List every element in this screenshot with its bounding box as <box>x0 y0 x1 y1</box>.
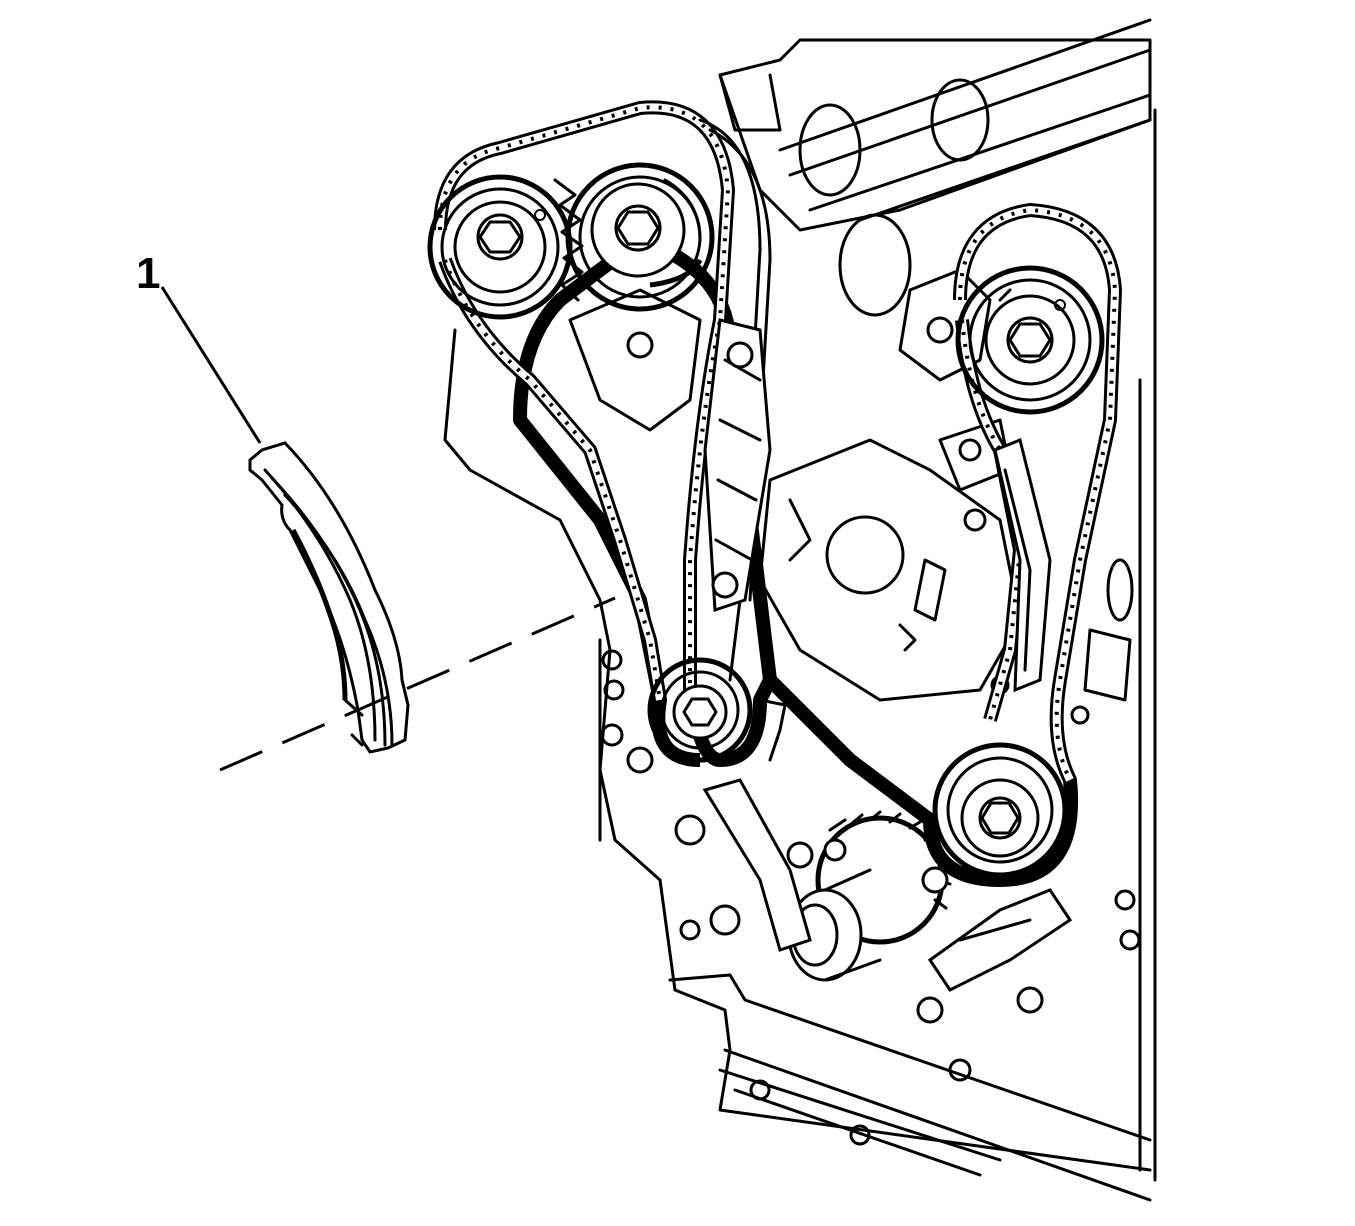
lower-left-chain-guide <box>674 778 812 952</box>
left-chain-tensioner <box>703 318 772 613</box>
sprocket-left-intermediate <box>647 657 787 763</box>
callout-1-leader-line <box>160 286 262 444</box>
right-chain-guide <box>993 437 1052 693</box>
sprocket-left-exhaust <box>565 162 715 312</box>
crankshaft-sprocket <box>786 810 952 982</box>
sprocket-right-intermediate <box>932 742 1068 878</box>
lower-chain-tensioner <box>916 888 1073 1024</box>
alignment-dashed-line <box>219 596 616 772</box>
timing-chain-guide <box>248 441 410 754</box>
callout-1-label: 1 <box>136 249 161 298</box>
engine-block <box>443 18 1157 1202</box>
sprocket-right-camshaft <box>955 265 1105 415</box>
